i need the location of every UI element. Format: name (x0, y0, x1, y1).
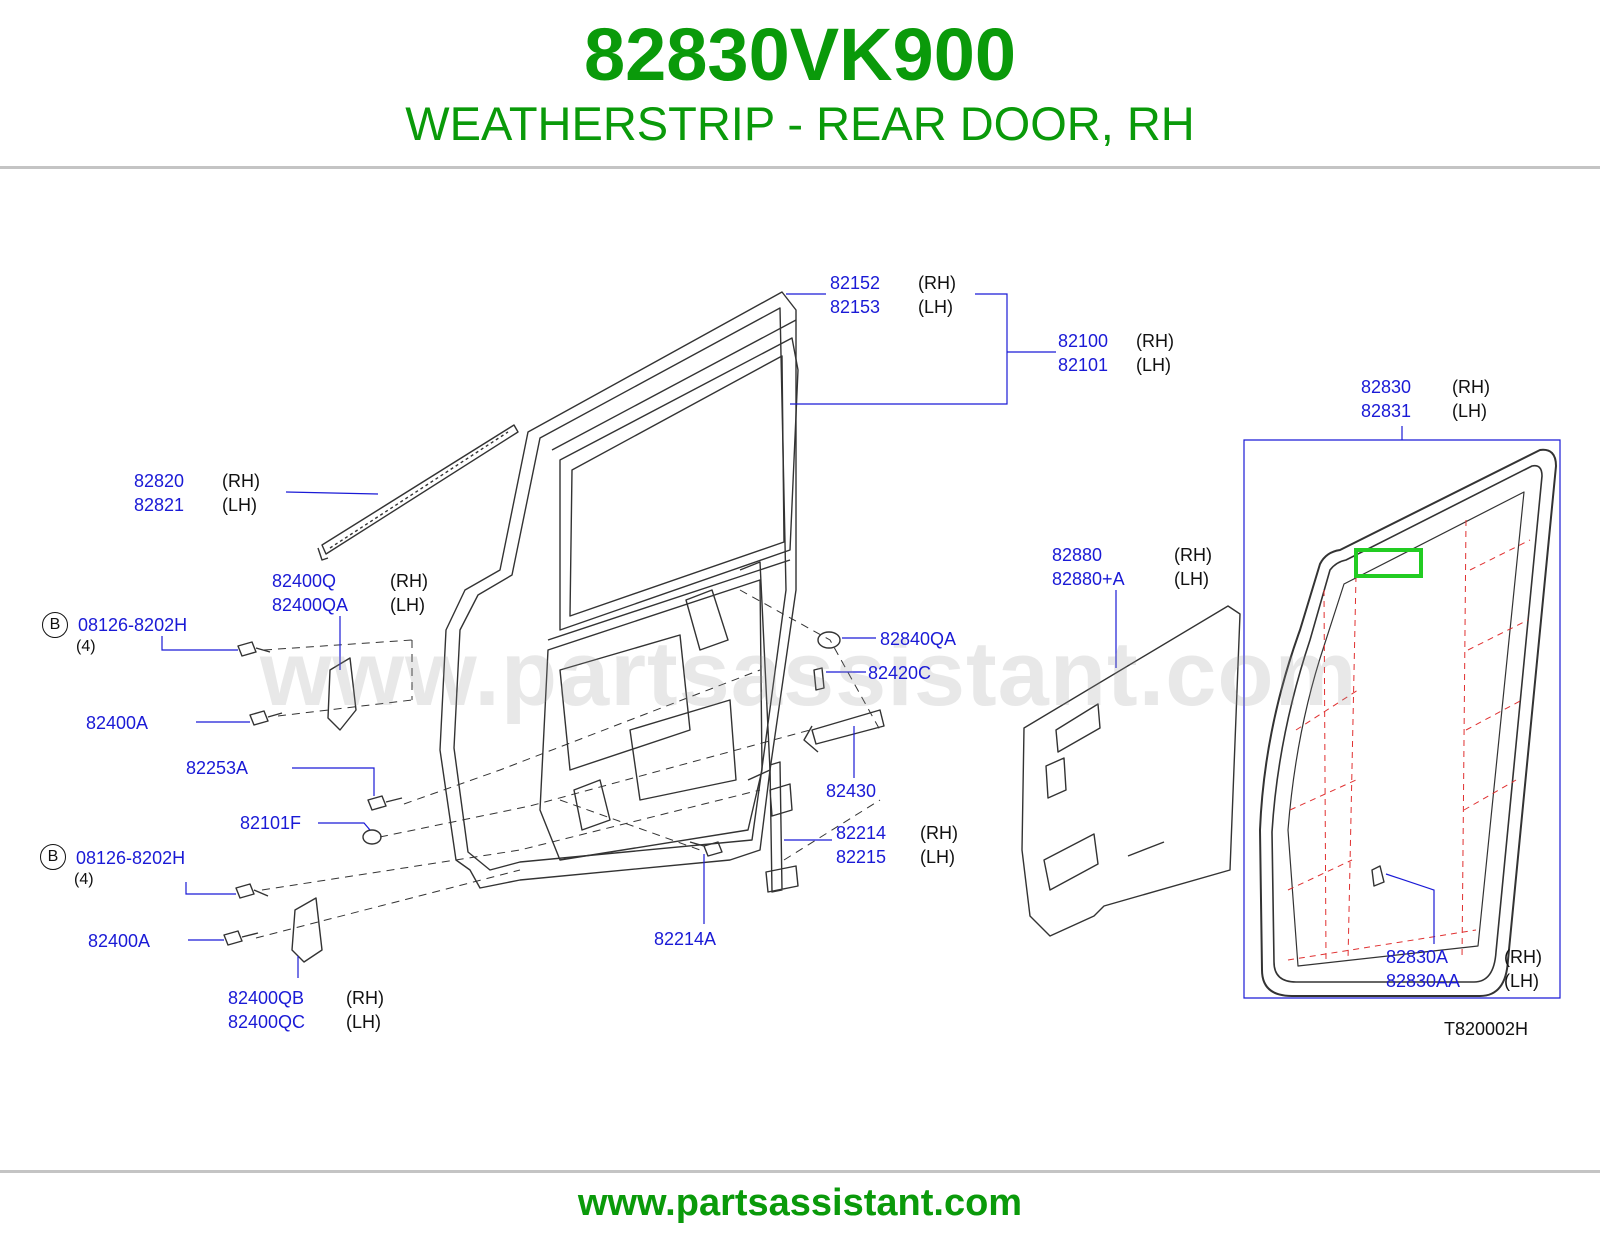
label-82152-side: (RH) (918, 273, 956, 293)
label-82830a-side: (RH) (1504, 947, 1542, 967)
label-82253a[interactable]: 82253A (186, 758, 249, 778)
label-82420c[interactable]: 82420C (868, 663, 932, 683)
label-82101f[interactable]: 82101F (240, 813, 302, 833)
bolt-upper-1 (237, 641, 271, 657)
door-window-glass (569, 355, 785, 617)
label-82400q-side: (RH) (390, 571, 428, 591)
page-title: 82830VK900 (583, 13, 1017, 96)
label-bolt-qty: (4) (76, 638, 96, 655)
label-82831[interactable]: 82831 (1361, 401, 1412, 421)
leader-82820 (285, 491, 379, 495)
label-82400a-upper[interactable]: 82400A (86, 713, 149, 733)
label-82153-side: (LH) (918, 297, 953, 317)
label-82101-side: (LH) (1136, 355, 1171, 375)
label-82880[interactable]: 82880 (1052, 545, 1103, 565)
label-82880-side: (RH) (1174, 545, 1212, 565)
label-82821-side: (LH) (222, 495, 257, 515)
weatherstrip-82830 (1259, 448, 1557, 997)
watermark: www.partsassistant.com (260, 623, 1358, 725)
label-82215[interactable]: 82215 (836, 847, 887, 867)
bolt-82214a (689, 841, 723, 857)
label-82830a[interactable]: 82830A (1386, 947, 1449, 967)
label-82820-side: (RH) (222, 471, 260, 491)
label-82830aa-side: (LH) (1504, 971, 1539, 991)
label-82214a[interactable]: 82214A (654, 929, 717, 949)
label-bolt-08126-8202h-lower[interactable]: 08126-8202H (76, 848, 186, 868)
door-window-frame (559, 337, 799, 631)
label-82831-side: (LH) (1452, 401, 1487, 421)
label-82152[interactable]: 82152 (830, 273, 881, 293)
label-82820[interactable]: 82820 (134, 471, 185, 491)
lower-hinge (291, 897, 323, 963)
leader-bolt1 (161, 636, 238, 651)
bolt-upper-2 (249, 710, 283, 726)
label-82215-side: (LH) (920, 847, 955, 867)
leader-bolt2 (185, 882, 236, 895)
footer-divider (0, 1170, 1600, 1173)
diagram-drawing (161, 291, 1561, 999)
leader-82101f (318, 822, 371, 831)
label-82880a[interactable]: 82880+A (1052, 569, 1125, 589)
label-bolt-08126-8202h[interactable]: 08126-8202H (78, 615, 188, 635)
label-82153[interactable]: 82153 (830, 297, 881, 317)
label-82400qc-side: (LH) (346, 1012, 381, 1032)
door-trim-panel (1021, 605, 1241, 937)
label-82400qa-side: (LH) (390, 595, 425, 615)
clip-82101f (362, 829, 382, 845)
footer-url[interactable]: www.partsassistant.com (577, 1182, 1023, 1224)
clip-82830a (1371, 865, 1385, 887)
header: 82830VK900 WEATHERSTRIP - REAR DOOR, RH (0, 0, 1600, 168)
label-82400qb-side: (RH) (346, 988, 384, 1008)
leader-82253a (292, 767, 375, 796)
reference-circle-b-lower: B (40, 844, 66, 870)
box-82830 (1243, 439, 1561, 999)
bolt-lower-2 (223, 930, 259, 946)
door-inner-shell (453, 307, 787, 871)
label-82400a-lower[interactable]: 82400A (88, 931, 151, 951)
door-outer-shell (439, 291, 797, 889)
label-82880a-side: (LH) (1174, 569, 1209, 589)
label-bolt-qty-lower: (4) (74, 871, 94, 888)
label-82830-side: (RH) (1452, 377, 1490, 397)
label-82100-side: (RH) (1136, 331, 1174, 351)
reference-circle-b: B (42, 612, 68, 638)
bolt-lower-1 (235, 883, 269, 899)
label-82830aa[interactable]: 82830AA (1386, 971, 1461, 991)
leader-82830a (1385, 873, 1435, 944)
label-82430[interactable]: 82430 (826, 781, 877, 801)
label-82400qc[interactable]: 82400QC (228, 1012, 306, 1032)
label-82214-side: (RH) (920, 823, 958, 843)
upper-hinge (327, 657, 357, 731)
label-82830[interactable]: 82830 (1361, 377, 1412, 397)
door-check (803, 709, 885, 753)
highlight-box (1354, 548, 1423, 578)
label-82400q[interactable]: 82400Q (272, 571, 337, 591)
label-82214[interactable]: 82214 (836, 823, 887, 843)
diagram-code: T820002H (1444, 1019, 1529, 1039)
clip-82420c (813, 667, 825, 691)
label-82400qa[interactable]: 82400QA (272, 595, 349, 615)
door-rail (765, 761, 799, 893)
plug-82840qa (817, 631, 841, 649)
bolt-82253a (367, 795, 403, 811)
parts-diagram: www.partsassistant.com 82152 (RH) 82153 … (0, 170, 1600, 1170)
label-82840qa[interactable]: 82840QA (880, 629, 957, 649)
door-inner-panel (539, 579, 763, 861)
label-82101[interactable]: 82101 (1058, 355, 1109, 375)
page-subtitle: WEATHERSTRIP - REAR DOOR, RH (405, 97, 1195, 150)
label-82400qb[interactable]: 82400QB (228, 988, 305, 1008)
label-82821[interactable]: 82821 (134, 495, 185, 515)
belt-moulding (321, 424, 519, 555)
header-divider (0, 166, 1600, 169)
label-82100[interactable]: 82100 (1058, 331, 1109, 351)
leader-82100 (790, 293, 1056, 405)
